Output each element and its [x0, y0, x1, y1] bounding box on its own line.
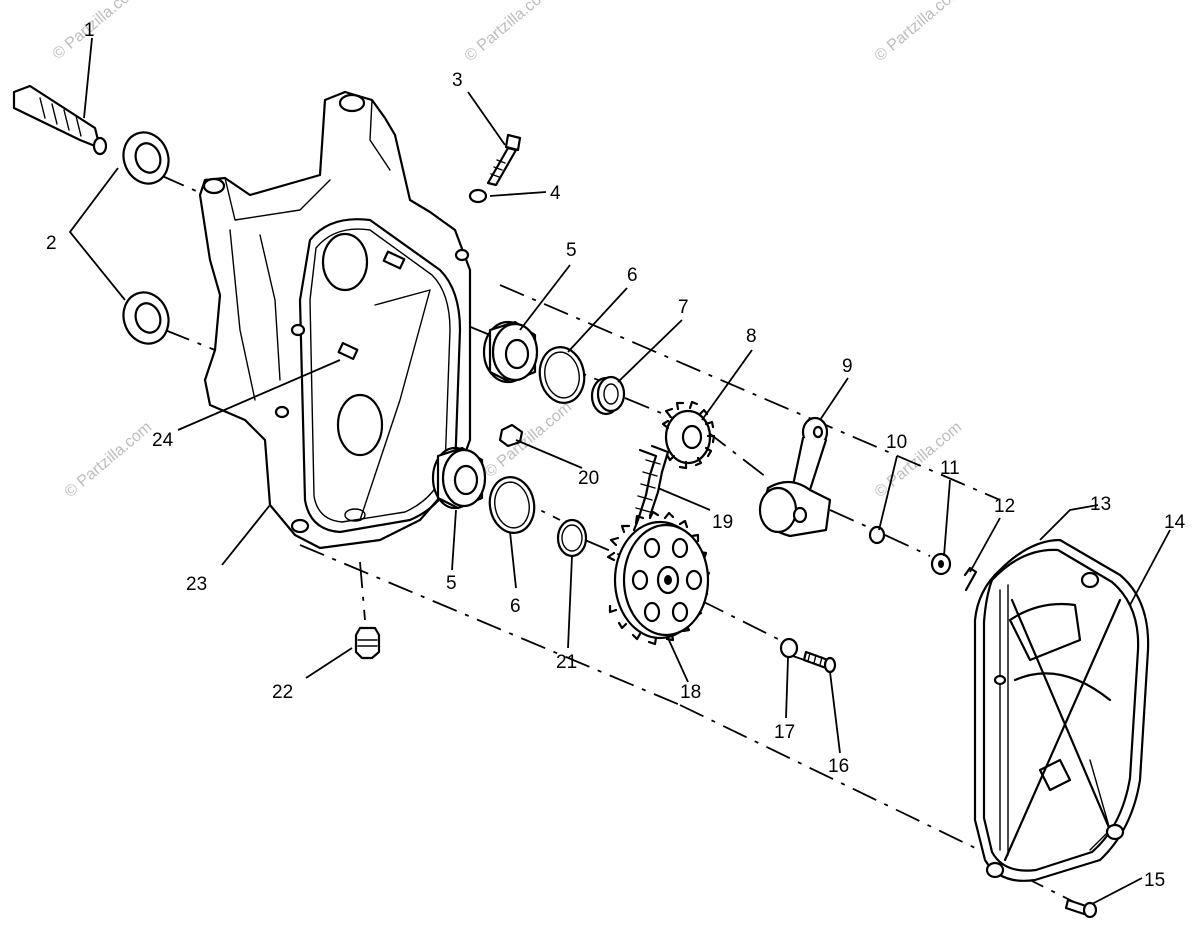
- callout-13: 13: [1090, 494, 1111, 515]
- callout-21: 21: [556, 652, 577, 673]
- callout-4: 4: [550, 183, 561, 204]
- callout-10: 10: [886, 432, 907, 453]
- callout-12: 12: [994, 496, 1015, 517]
- callout-1: 1: [84, 20, 95, 41]
- leader-lines: [68, 37, 1171, 905]
- callout-11: 11: [940, 458, 960, 479]
- callout-labels: 1 2 3 4 5 6 7 8 9 10 11 12 13 14 15 16 1…: [46, 20, 1186, 891]
- part-7-spacer: [590, 375, 626, 416]
- part-11-nut: [930, 552, 952, 576]
- part-9-tensioner-arm: [758, 416, 832, 538]
- part-2-seal-lower: [122, 291, 170, 345]
- watermark-2: © Partzilla.com: [462, 0, 556, 65]
- watermark-1: © Partzilla.com: [50, 0, 144, 63]
- part-18-sprocket-lower: [606, 510, 711, 646]
- watermark-5: © Partzilla.com: [482, 399, 576, 481]
- watermark-4: © Partzilla.com: [62, 419, 156, 501]
- part-19-chain: [632, 444, 670, 532]
- callout-5-upper: 5: [566, 240, 577, 261]
- part-4-nut: [468, 188, 488, 204]
- part-23-chaincase-housing: [198, 90, 472, 550]
- callout-24: 24: [152, 430, 174, 451]
- callout-2: 2: [46, 233, 57, 254]
- part-21-spacer-ring: [556, 518, 588, 558]
- callout-14: 14: [1164, 512, 1186, 533]
- part-20-plug: [498, 423, 524, 448]
- part-6-snap-ring-upper: [538, 346, 586, 404]
- part-22-drain-plug: [354, 626, 381, 660]
- callout-16: 16: [828, 756, 849, 777]
- callout-7: 7: [678, 297, 689, 318]
- callout-23: 23: [186, 574, 207, 595]
- callout-5-lower: 5: [446, 573, 457, 594]
- callout-6-lower: 6: [510, 596, 521, 617]
- part-15-screw: [1064, 898, 1098, 919]
- part-2-seal-upper: [122, 131, 170, 185]
- part-1-shaft: [12, 84, 108, 156]
- callout-15: 15: [1144, 870, 1165, 891]
- callout-3: 3: [452, 70, 463, 91]
- watermark-3: © Partzilla.com: [872, 0, 966, 65]
- part-17-washer: [779, 637, 799, 659]
- part-14-chaincase-cover: [973, 538, 1150, 882]
- part-6-snap-ring-lower: [488, 476, 536, 534]
- callout-20: 20: [578, 468, 599, 489]
- callout-22: 22: [272, 682, 293, 703]
- callout-6-upper: 6: [627, 265, 638, 286]
- callout-8: 8: [746, 326, 757, 347]
- part-16-bolt: [802, 650, 837, 674]
- callout-18: 18: [680, 682, 701, 703]
- part-12-cotter-pin: [963, 566, 978, 592]
- callout-19: 19: [712, 512, 733, 533]
- part-5-bearing-upper: [482, 320, 539, 384]
- part-3-bolt: [486, 133, 522, 187]
- callout-9: 9: [842, 356, 853, 377]
- part-8-sprocket-upper: [661, 400, 716, 470]
- callout-17: 17: [774, 722, 795, 743]
- part-5-bearing-lower: [431, 446, 487, 510]
- part-10-washer: [868, 525, 886, 545]
